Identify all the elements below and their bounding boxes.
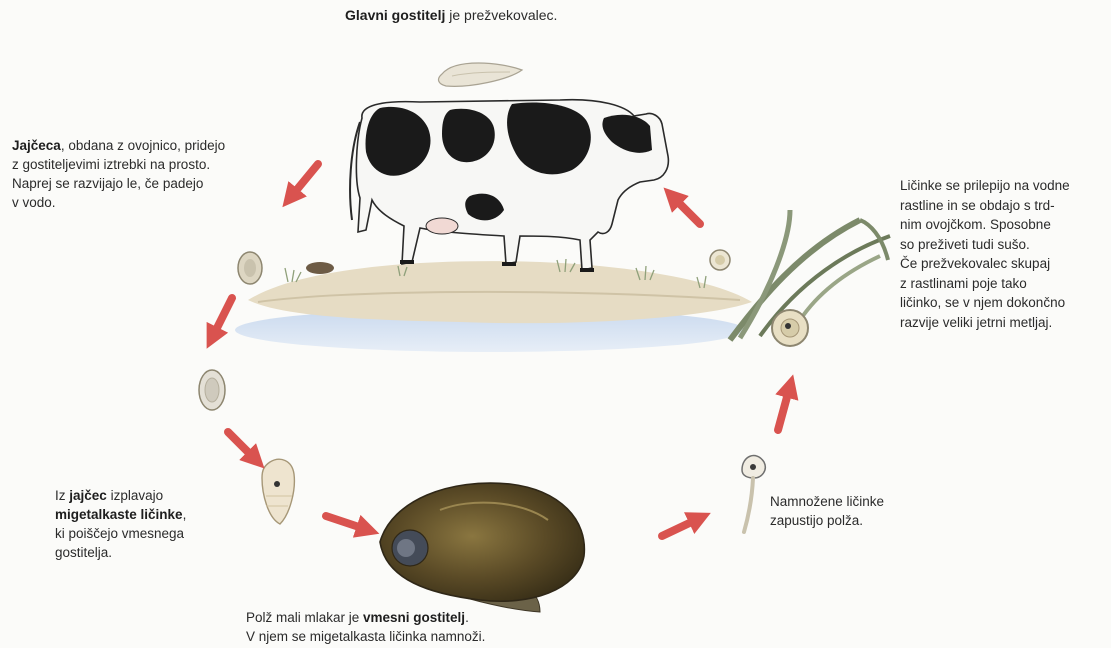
arrow-miracidium-to-snail xyxy=(326,516,368,530)
pasture-scene xyxy=(235,259,752,352)
egg-icon xyxy=(238,252,262,284)
miracidium-icon xyxy=(262,459,294,524)
miracidia-note: Iz jajčec izplavajo migetalkaste ličinke… xyxy=(55,486,186,562)
arrow-cow-to-egg xyxy=(290,164,318,198)
arrow-egg-to-embryo xyxy=(212,298,232,338)
cercaria-icon xyxy=(742,456,765,532)
arrow-snail-to-cercaria xyxy=(662,518,700,536)
main-host-label: Glavni gostitelj je prežvekovalec. xyxy=(345,6,557,25)
cercariae-note: Namnožene ličinke zapustijo polža. xyxy=(770,492,884,530)
cow-icon xyxy=(350,100,668,270)
metacercaria-cyst-icon xyxy=(772,310,808,346)
embryonated-egg-icon xyxy=(199,370,225,410)
larvae-plant-note: Ličinke se prilepijo na vodne rastline i… xyxy=(900,176,1070,332)
arrow-cercaria-to-plant xyxy=(778,386,790,430)
snail-icon xyxy=(380,483,584,612)
adult-fluke-icon xyxy=(439,63,522,86)
arrow-plant-to-cow xyxy=(672,196,700,224)
snail-note: Polž mali mlakar je vmesni gostitelj. V … xyxy=(246,608,485,646)
small-cyst-icon xyxy=(710,250,730,270)
aquatic-plant-icon xyxy=(730,210,890,340)
eggs-note: Jajčeca, obdana z ovojnico, pridejo z go… xyxy=(12,136,225,212)
arrow-embryo-to-miracidium xyxy=(228,432,256,460)
